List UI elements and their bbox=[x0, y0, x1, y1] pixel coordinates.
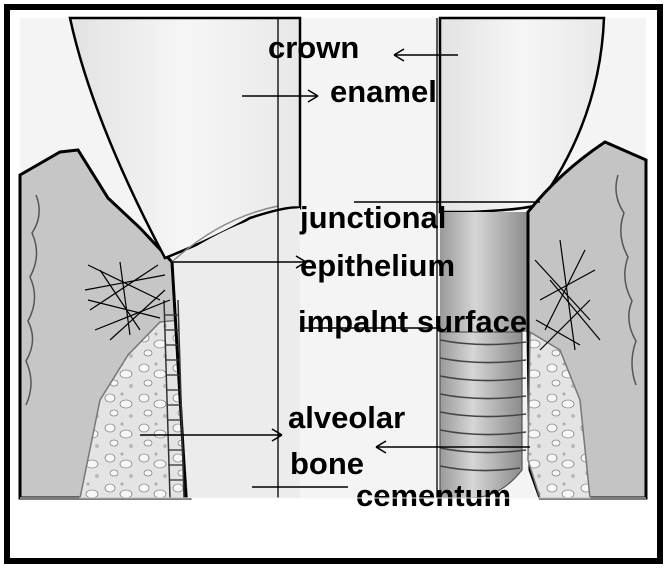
label-junctional: junctional bbox=[299, 200, 446, 235]
label-enamel: enamel bbox=[330, 74, 437, 109]
natural-tooth-root bbox=[172, 208, 300, 498]
label-alveolar: alveolar bbox=[288, 400, 405, 435]
label-implant-surface: impalnt surface bbox=[298, 304, 527, 339]
label-bone: bone bbox=[290, 446, 364, 481]
label-crown: crown bbox=[268, 30, 359, 65]
label-cementum: cementum bbox=[356, 478, 511, 513]
label-epithelium: epithelium bbox=[300, 248, 455, 283]
